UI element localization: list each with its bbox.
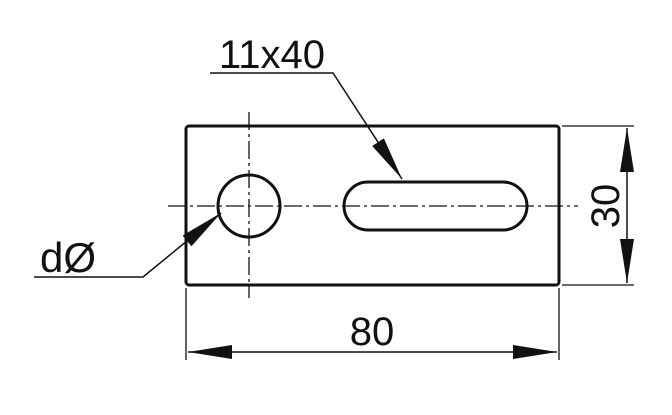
width-dimension-label: 80	[350, 310, 395, 354]
slot-size-label: 11x40	[219, 33, 325, 77]
slot	[342, 180, 529, 232]
slot-leader-line	[210, 72, 403, 180]
height-dimension-label: 30	[584, 184, 628, 229]
round-hole	[216, 173, 282, 239]
hole-leader-line	[34, 212, 222, 278]
hole-diameter-label: dØ	[40, 234, 96, 281]
